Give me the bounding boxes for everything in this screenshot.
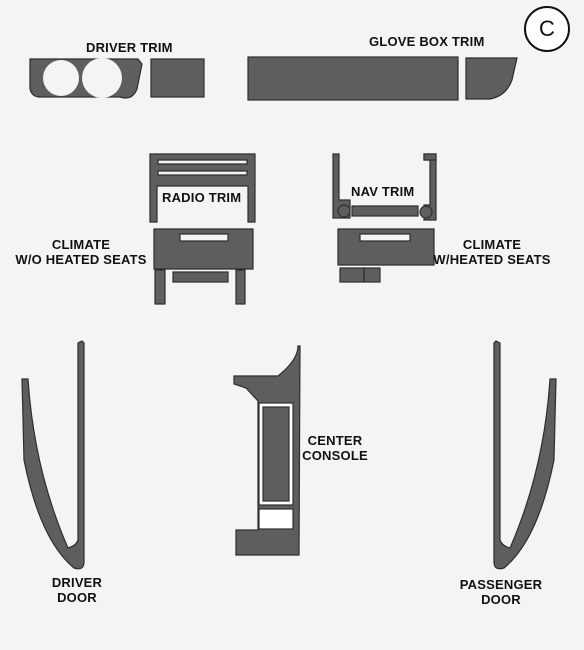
- driver-door-label-line2: DOOR: [57, 590, 97, 605]
- climate-no-heat-bottom-center: [172, 271, 229, 283]
- climate-no-heat-bottom-right: [235, 269, 246, 305]
- passenger-door-label-line1: PASSENGER: [459, 577, 543, 592]
- climate-no-heat-label-line2: W/O HEATED SEATS: [15, 252, 147, 267]
- glove-box-end-panel: [465, 57, 518, 100]
- driver-trim-label: DRIVER TRIM: [86, 40, 173, 55]
- passenger-door-label: PASSENGER DOOR: [455, 577, 547, 607]
- variant-badge: C: [524, 6, 570, 52]
- climate-heat-panel: [337, 228, 435, 266]
- nav-right-knob: [419, 205, 433, 219]
- driver-gauge-bezel: [29, 58, 143, 99]
- passenger-door-label-line2: DOOR: [481, 592, 521, 607]
- nav-trim-left-upright: [332, 153, 351, 219]
- radio-trim-frame: [149, 153, 256, 223]
- driver-door-label: DRIVER DOOR: [46, 575, 108, 605]
- radio-trim-label: RADIO TRIM: [162, 190, 242, 205]
- glove-box-trim-label: GLOVE BOX TRIM: [369, 34, 485, 49]
- nav-trim-label: NAV TRIM: [351, 184, 415, 199]
- driver-door-label-line1: DRIVER: [51, 575, 103, 590]
- climate-heat-label-line2: W/HEATED SEATS: [433, 252, 551, 267]
- climate-no-heat-label-line1: CLIMATE: [51, 237, 111, 252]
- climate-heat-bottom-right: [363, 267, 381, 283]
- climate-heat-label-line1: CLIMATE: [462, 237, 522, 252]
- driver-trim-panel: [150, 58, 205, 98]
- center-console-label-line2: CONSOLE: [302, 448, 368, 463]
- center-console-insert: [262, 406, 290, 502]
- nav-trim-bottom-bar: [351, 205, 419, 217]
- passenger-door-strip: [493, 340, 557, 570]
- nav-trim-top-bar: [423, 153, 437, 161]
- climate-no-heat-bottom-left: [154, 269, 166, 305]
- center-console-lower-frame: [258, 508, 294, 530]
- center-console-label: CENTER CONSOLE: [300, 433, 370, 463]
- climate-no-heat-panel: [153, 228, 254, 270]
- glove-box-main-panel: [247, 56, 459, 101]
- driver-door-strip: [21, 340, 85, 570]
- climate-heat-bottom-left: [339, 267, 365, 283]
- center-console-label-line1: CENTER: [307, 433, 363, 448]
- climate-no-heat-label: CLIMATE W/O HEATED SEATS: [11, 237, 151, 267]
- climate-heat-label: CLIMATE W/HEATED SEATS: [432, 237, 552, 267]
- nav-left-knob: [337, 204, 351, 218]
